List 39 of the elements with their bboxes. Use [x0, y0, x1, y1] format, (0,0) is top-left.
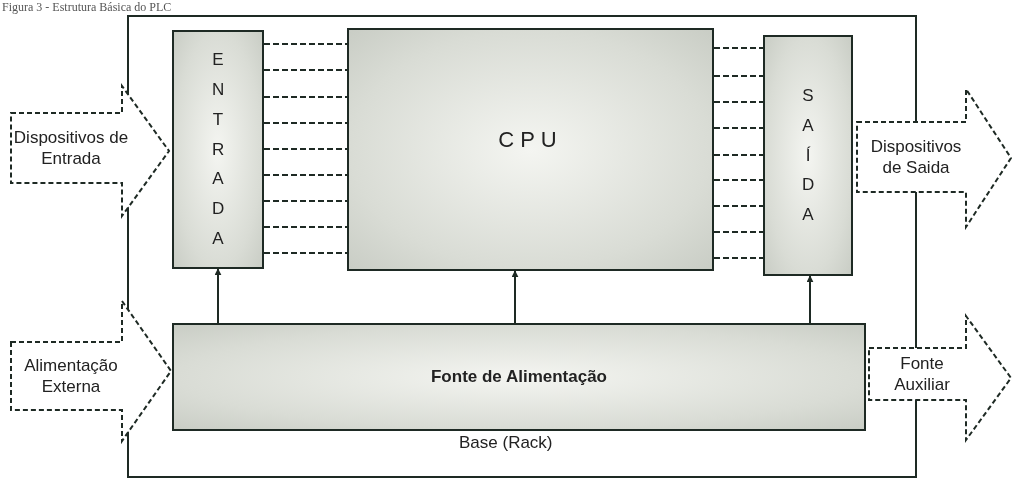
dashed-line: [263, 96, 348, 98]
figure-title: Figura 3 - Estrutura Básica do PLC: [2, 0, 172, 15]
block-arrow: [856, 88, 1012, 228]
dashed-line: [713, 179, 764, 181]
arrow-label: Dispositivos de Entrada: [13, 126, 129, 170]
block-arrow: [10, 85, 170, 217]
block-label: Fonte de Alimentação: [431, 367, 607, 387]
arrow: [806, 275, 814, 324]
dashed-line: [263, 226, 348, 228]
block-arrow: [868, 315, 1012, 441]
dashed-line: [263, 252, 348, 254]
rack-label: Base (Rack): [459, 433, 553, 453]
dashed-line: [263, 122, 348, 124]
dashed-line: [713, 75, 764, 77]
arrow-label: Dispositivos de Saida: [869, 135, 963, 179]
dashed-line: [263, 69, 348, 71]
power-supply-box: [172, 323, 866, 431]
cpu-box: [347, 28, 714, 271]
arrow: [214, 268, 222, 324]
dashed-line: [713, 257, 764, 259]
block-arrow: [10, 300, 172, 442]
arrow-label: Fonte Auxiliar: [893, 352, 951, 396]
dashed-line: [263, 148, 348, 150]
module-box: [763, 35, 853, 276]
dashed-line: [713, 101, 764, 103]
dashed-line: [263, 200, 348, 202]
dashed-line: [713, 154, 764, 156]
dashed-line: [713, 205, 764, 207]
dashed-line: [713, 127, 764, 129]
cpu-label: CPU: [498, 126, 563, 153]
arrow: [511, 270, 519, 324]
dashed-line: [713, 231, 764, 233]
arrow-label: Alimentação Externa: [23, 354, 119, 398]
dashed-line: [263, 43, 348, 45]
module-box: [172, 30, 264, 269]
dashed-line: [263, 174, 348, 176]
dashed-line: [713, 47, 764, 49]
vertical-label: SAÍDA: [801, 85, 815, 227]
vertical-label: ENTRADA: [211, 49, 225, 250]
